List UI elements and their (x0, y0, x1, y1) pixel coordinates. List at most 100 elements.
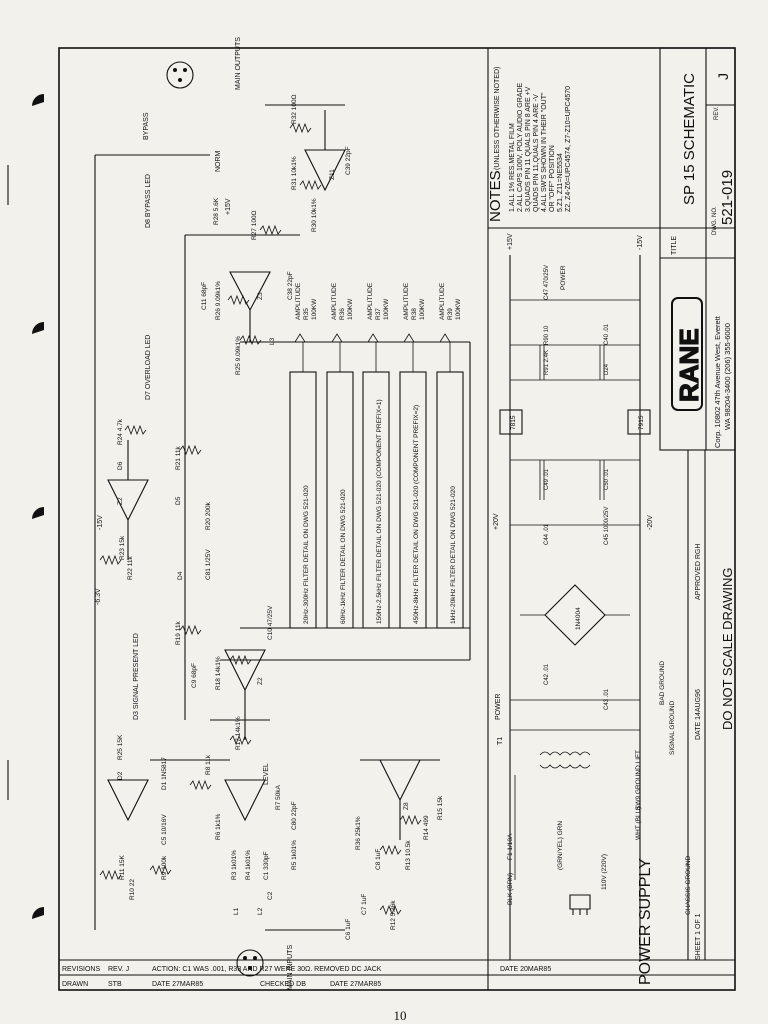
component-ref: D5 (175, 496, 182, 505)
minus15-rail-label: -15V (637, 235, 644, 250)
component-ref: R27 100Ω (251, 210, 258, 240)
bypass-led-label: D8 BYPASS LED (145, 174, 152, 228)
sheet-number: SHEET 1 OF 1 (695, 913, 702, 960)
hole-punch-1 (28, 92, 46, 118)
minus15-label: -15V (97, 515, 104, 530)
transformer-winding (539, 751, 591, 769)
note-line: Z2, Z4-Z6=UPC4574, Z7-Z10=UPC4570 (565, 86, 572, 212)
filter-label-4: 450Hz-8kHz FILTER DETAIL ON DWG 521-020 … (413, 405, 420, 624)
wire-label: BLK (BRN) (507, 873, 514, 905)
component-ref: C43 .01 (604, 688, 610, 710)
bypass-label: BYPASS (143, 112, 150, 140)
component-ref: R21 11k (175, 446, 182, 470)
component-ref: C45 1000/25V (604, 507, 610, 545)
amp-ref: R39 (447, 308, 454, 320)
amp-value: 100KW (383, 298, 390, 320)
bad-ground-label: BAD GROUND (659, 661, 666, 705)
component-ref: D24 (604, 363, 610, 375)
svg-text:RANE: RANE (674, 328, 704, 402)
component-ref: R36 25k1% (355, 816, 362, 850)
note-line: 5.Z1, Z11=NE5534 (557, 153, 564, 212)
drawn-date: DATE 27MAR85 (152, 981, 203, 988)
component-ref: C81 1/25V (205, 549, 212, 580)
rev-value: J (715, 73, 731, 80)
revisions-label: REVISIONS (62, 966, 100, 973)
minus6v3-label: -6.3V (95, 588, 102, 605)
component-ref: R24 4.7k (117, 418, 124, 445)
component-ref: L1 (233, 907, 240, 915)
component-ref: R22 11k (127, 556, 134, 580)
amp-ref: R35 (303, 308, 310, 320)
component-ref: D6 (117, 461, 124, 470)
component-ref: C5 10/16V (161, 814, 168, 845)
component-ref: L2 (257, 907, 264, 915)
amp-value: 100KW (419, 298, 426, 320)
component-ref: R14 499 (423, 815, 430, 840)
component-ref: C8 1uF (375, 849, 382, 870)
note-line: 1.ALL 1% RES.METAL FILM (509, 123, 516, 212)
company-address-2: WA 98204-3400 (206) 355-6000 (723, 323, 732, 430)
component-ref: D4 (177, 571, 184, 580)
component-ref: R3 1k01% (231, 850, 238, 880)
ground-lift-label: SW9 GROUND LIFT (635, 750, 642, 810)
title-label: TITLE (671, 236, 678, 255)
component-ref: C40 .01 (604, 323, 610, 345)
power-plug-icon (569, 894, 591, 915)
amp-label: AMPLITUDE (367, 282, 374, 320)
power-supply-title: POWER SUPPLY (637, 858, 654, 985)
filter-bank: 20Hz-300Hz FILTER DETAIL ON DWG 521-020 … (220, 341, 471, 661)
amp-label: AMPLITUDE (439, 282, 446, 320)
component-ref: C9 68pF (191, 663, 198, 688)
hole-punch-2 (28, 320, 46, 346)
component-ref: Z3 (257, 292, 264, 300)
regulator-7815 (499, 409, 523, 435)
component-ref: C44 .01 (544, 523, 550, 545)
revision-date: DATE 14AUG96 (695, 689, 702, 740)
component-ref: R25 15K (117, 734, 124, 760)
checked-date: DATE 27MAR85 (330, 981, 381, 988)
wire-label: WHT (BLU) (635, 807, 642, 840)
note-line: OR "OFF" POSITION (549, 145, 556, 212)
component-ref: C50 .01 (604, 468, 610, 490)
dwg-label: DWG. NO. (712, 206, 718, 235)
wire-label: (GRN/YEL) GRN (557, 821, 564, 870)
mains-label: 110V (220V) (601, 854, 608, 890)
component-ref: R12 5.36k (390, 900, 397, 930)
component-ref: C42 .01 (544, 663, 550, 685)
component-ref: R18 14k1% (215, 656, 222, 690)
chassis-ground-label: CHASSIS GROUND (685, 855, 692, 915)
do-not-scale-note: DO NOT SCALE DRAWING (720, 567, 735, 730)
main-inputs-connector: MAIN INPUTS (236, 945, 294, 990)
filter-label-1: 20Hz-300Hz FILTER DETAIL ON DWG 521-020 (303, 485, 310, 624)
notes-heading: NOTES (487, 170, 504, 222)
component-ref: D1 1N5817 (161, 757, 168, 790)
component-ref: C7 1uF (361, 894, 368, 915)
component-references: R32 100Ω R31 10k1% R30 10k1% R27 100Ω R2… (117, 94, 444, 940)
component-ref: R25 9.09k1% (235, 336, 242, 375)
component-ref: L3 (269, 337, 276, 345)
component-ref: R10 22 (129, 879, 136, 900)
component-ref: D2 (117, 771, 124, 780)
component-ref: Z11 (329, 169, 336, 180)
amp-value: 100KW (311, 298, 318, 320)
signal-ground-label: SIGNAL GROUND (669, 700, 676, 755)
component-ref: R7 50kA (275, 784, 282, 810)
component-ref: Z2 (117, 497, 124, 505)
company-address-1: Corp. 10802 47th Avenue West, Everett (713, 315, 722, 448)
component-ref: R32 100Ω (291, 94, 298, 124)
filter-label-5: 1kHz-20kHz FILTER DETAIL ON DWG 521-020 (450, 486, 457, 624)
note-line: 3.QUADS PIN 11 QUALS PIN 8 ARE +V (525, 86, 532, 212)
component-ref: R8 11k (205, 754, 212, 775)
plus15-label: +15V (225, 198, 232, 215)
power-supply: POWER SUPPLY +15V -15V +20V -20V 7815 79… (493, 233, 692, 985)
component-ref: R26 9.09k1% (215, 281, 222, 320)
component-ref: C2 (267, 891, 274, 900)
amp-ref: R37 (375, 308, 382, 320)
transformer-label: T1 (497, 737, 504, 745)
rane-logo: RANE (671, 297, 705, 411)
plus20-rail-label: +20V (493, 513, 500, 530)
component-ref: R19 11k (175, 621, 182, 645)
revision-action: ACTION: C1 WAS .001, R33 AND R27 WERE 30… (152, 966, 382, 973)
